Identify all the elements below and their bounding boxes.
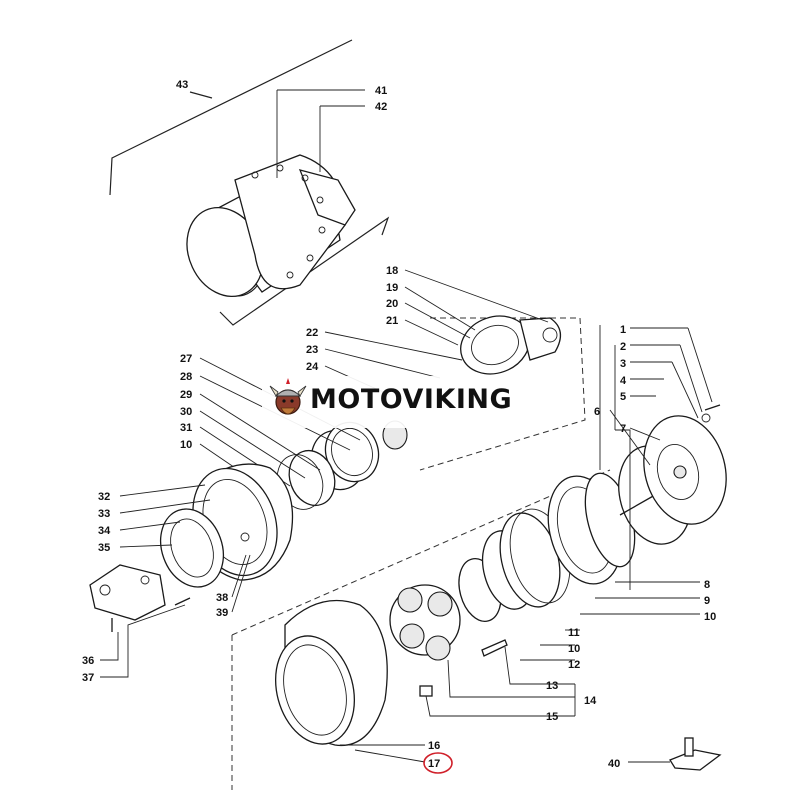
callout-10-left: 10 [180, 439, 192, 451]
callout-19: 19 [386, 282, 398, 294]
callout-33: 33 [98, 508, 110, 520]
callout-38: 38 [216, 592, 228, 604]
callout-39: 39 [216, 607, 228, 619]
part-40-set [628, 737, 722, 771]
callout-11: 11 [568, 627, 580, 639]
cover-plate [609, 327, 727, 525]
callout-31: 31 [180, 422, 192, 434]
callout-41: 41 [375, 85, 387, 97]
callout-28: 28 [180, 371, 192, 383]
callout-22: 22 [306, 327, 318, 339]
callout-36: 36 [82, 655, 94, 667]
callout-8: 8 [704, 579, 710, 591]
callout-2: 2 [620, 341, 626, 353]
callout-13: 13 [546, 680, 558, 692]
callout-9: 9 [704, 595, 710, 607]
callout-14: 14 [584, 695, 597, 707]
callout-21: 21 [386, 315, 398, 327]
callout-12: 12 [568, 659, 580, 671]
brand-banner [262, 376, 538, 428]
callout-labels: 43 41 42 18 19 20 21 22 23 24 27 28 29 3… [82, 79, 716, 770]
callout-3: 3 [620, 358, 626, 370]
callout-42: 42 [375, 101, 387, 113]
callout-4: 4 [620, 375, 627, 387]
ring-gear-housing [274, 599, 426, 763]
callout-43: 43 [176, 79, 188, 91]
highlight-circle [423, 752, 453, 774]
callout-40: 40 [608, 758, 620, 770]
lower-group-frame [231, 325, 611, 790]
callout-29: 29 [180, 389, 192, 401]
callout-7: 7 [620, 423, 626, 435]
callout-35: 35 [98, 542, 110, 554]
callout-17: 17 [428, 758, 440, 770]
callout-6: 6 [594, 406, 600, 418]
planetary-carrier [389, 584, 576, 717]
sun-gear-rings [458, 345, 700, 661]
callout-1: 1 [620, 324, 626, 336]
callout-20: 20 [386, 298, 398, 310]
final-drive-motor [186, 89, 365, 298]
callout-18: 18 [386, 265, 398, 277]
callout-32: 32 [98, 491, 110, 503]
callout-15: 15 [546, 711, 558, 723]
callout-16: 16 [428, 740, 440, 752]
hub-assembly-left [89, 463, 294, 678]
callout-10-mid: 10 [568, 643, 580, 655]
callout-5: 5 [620, 391, 626, 403]
callout-34: 34 [98, 525, 111, 537]
callout-24: 24 [306, 361, 319, 373]
callout-30: 30 [180, 406, 192, 418]
callout-10-right: 10 [704, 611, 716, 623]
callout-27: 27 [180, 353, 192, 365]
callout-37: 37 [82, 672, 94, 684]
callout-23: 23 [306, 344, 318, 356]
brand-wordmark: MOTOVIKING [310, 384, 513, 415]
